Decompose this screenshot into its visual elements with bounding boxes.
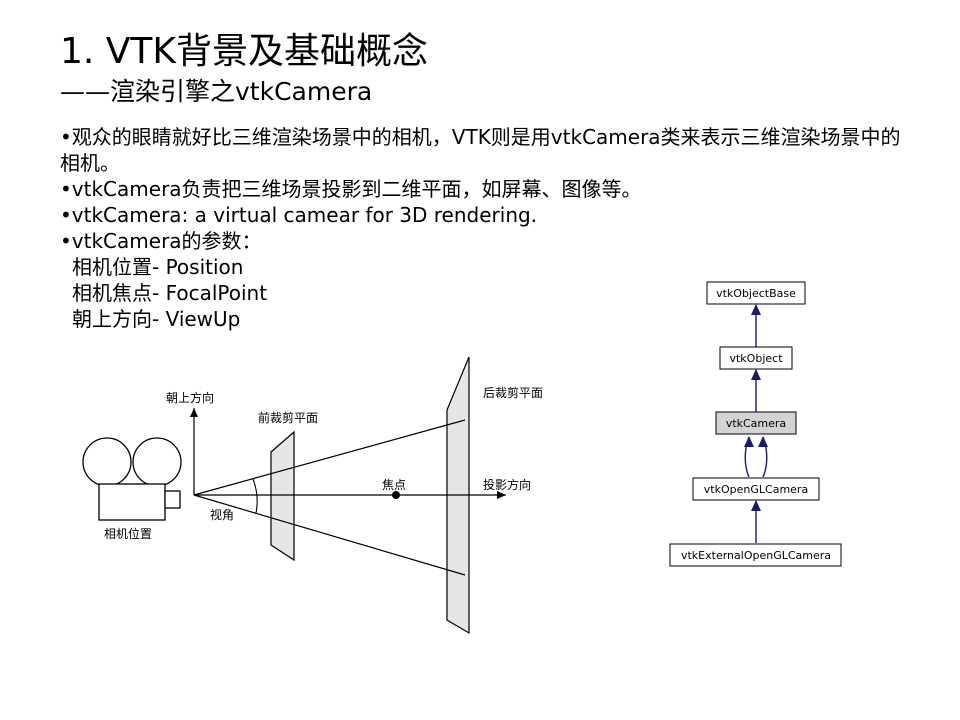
bullet-list: •观众的眼睛就好比三维渲染场景中的相机，VTK则是用vtkCamera类来表示三… <box>60 124 910 332</box>
slide-subtitle: ——渲染引擎之vtkCamera <box>60 77 373 106</box>
param-focal-point: 相机焦点- FocalPoint <box>72 281 268 305</box>
near-plane-label: 前裁剪平面 <box>258 410 318 425</box>
param-view-up: 朝上方向- ViewUp <box>72 307 241 331</box>
svg-text:vtkCamera: vtkCamera <box>726 417 786 430</box>
bullet-parameters: •vtkCamera的参数： <box>60 229 262 253</box>
far-plane-label: 后裁剪平面 <box>483 385 543 400</box>
param-position: 相机位置- Position <box>72 255 244 279</box>
bullet-definition: •vtkCamera: a virtual camear for 3D rend… <box>60 203 538 227</box>
camera-position-label: 相机位置 <box>104 526 152 541</box>
projection-direction-label: 投影方向 <box>483 477 531 492</box>
inherit-arrow-openglcamera-to-camera-right <box>758 436 768 478</box>
svg-text:vtkObjectBase: vtkObjectBase <box>716 287 796 300</box>
bullet-camera-analogy: •观众的眼睛就好比三维渲染场景中的相机，VTK则是用vtkCamera类来表示三… <box>60 125 901 175</box>
bullet-projection: •vtkCamera负责把三维场景投影到二维平面，如屏幕、图像等。 <box>60 177 642 201</box>
camera-icon <box>82 437 182 521</box>
view-angle-label: 视角 <box>210 507 234 522</box>
view-up-label: 朝上方向 <box>166 390 214 405</box>
near-clipping-plane <box>270 430 295 562</box>
class-node-vtkexternalopenglcamera: vtkExternalOpenGLCamera <box>669 543 842 567</box>
slide-title: 1. VTK背景及基础概念 <box>60 31 429 72</box>
frustum-bottom-edge <box>193 494 466 576</box>
class-node-vtkobject: vtkObject <box>719 346 793 370</box>
svg-text:vtkObject: vtkObject <box>729 352 783 365</box>
class-node-vtkcamera: vtkCamera <box>715 411 797 435</box>
svg-text:vtkExternalOpenGLCamera: vtkExternalOpenGLCamera <box>681 549 831 562</box>
focal-point-label: 焦点 <box>382 478 406 492</box>
view-angle-arc <box>252 478 258 514</box>
svg-text:vtkOpenGLCamera: vtkOpenGLCamera <box>704 483 808 496</box>
frustum-top-edge <box>193 419 466 496</box>
class-node-vtkopenglcamera: vtkOpenGLCamera <box>692 477 820 501</box>
focal-point-dot <box>392 491 400 499</box>
class-node-vtkobjectbase: vtkObjectBase <box>706 281 806 305</box>
inherit-arrow-openglcamera-to-camera-left <box>744 436 754 478</box>
